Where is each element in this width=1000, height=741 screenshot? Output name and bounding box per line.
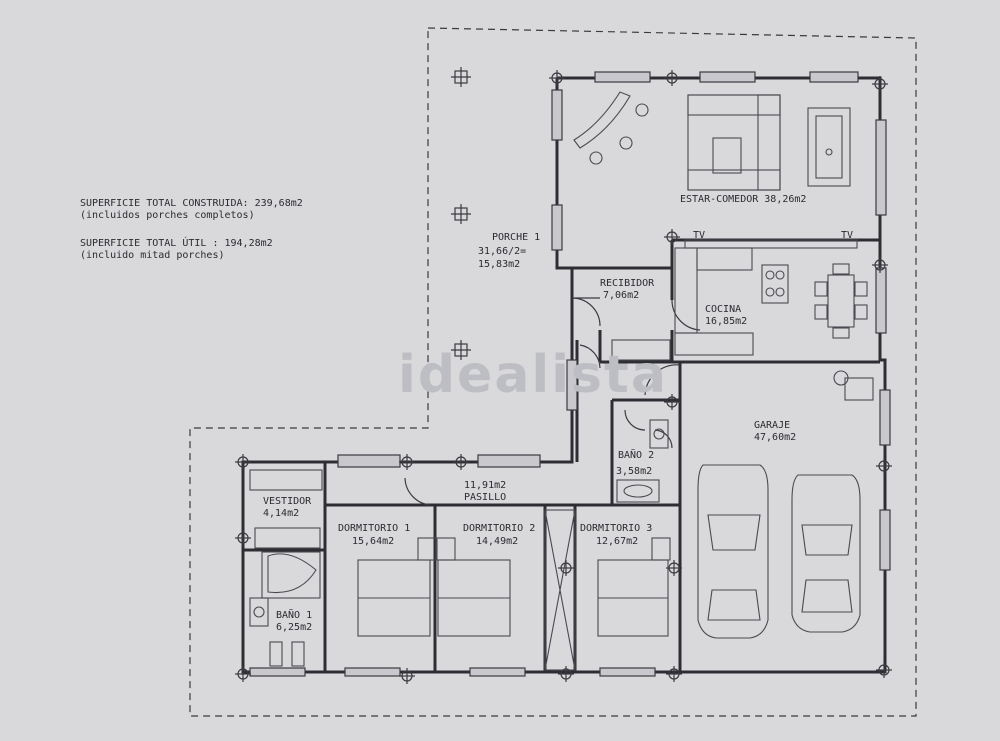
- column-marker: [453, 454, 469, 470]
- porche-name: PORCHE 1: [492, 232, 540, 243]
- vestidor-name: VESTIDOR: [263, 496, 312, 507]
- recibidor-name: RECIBIDOR: [600, 278, 655, 289]
- column-marker: [235, 666, 251, 682]
- watermark: idealista: [398, 345, 668, 405]
- room-labels: ESTAR-COMEDOR 38,26m2 TV TV PORCHE 1 31,…: [263, 194, 853, 633]
- column-marker: [666, 666, 682, 682]
- built-area-label: SUPERFICIE TOTAL CONSTRUIDA: 239,68m2: [80, 198, 303, 209]
- bedroom-furniture: [249, 469, 671, 671]
- garage-cars: [697, 370, 874, 639]
- bano-2-name: BAÑO 2: [618, 448, 654, 461]
- column-marker: [876, 662, 892, 678]
- column-marker: [664, 394, 680, 410]
- column-markers: [235, 67, 892, 684]
- tv-label-right: TV: [841, 230, 853, 241]
- column-marker: [451, 340, 471, 360]
- column-marker: [666, 560, 682, 576]
- garaje-area: 47,60m2: [754, 432, 796, 443]
- bano-1-area: 6,25m2: [276, 622, 312, 633]
- porche-calc: 31,66/2=: [478, 246, 526, 257]
- vestidor-area: 4,14m2: [263, 508, 299, 519]
- column-marker: [235, 530, 251, 546]
- estar-comedor-label: ESTAR-COMEDOR 38,26m2: [680, 194, 806, 205]
- tv-label-left: TV: [693, 230, 705, 241]
- bathroom-2-fixtures: [616, 419, 669, 503]
- column-marker: [664, 229, 680, 245]
- built-area-note: (incluidos porches completos): [80, 210, 255, 221]
- cocina-name: COCINA: [705, 304, 741, 315]
- doors: [404, 297, 701, 506]
- dormitorio-3-area: 12,67m2: [596, 536, 638, 547]
- living-room-furniture: [573, 91, 858, 249]
- column-marker: [664, 70, 680, 86]
- area-summary: SUPERFICIE TOTAL CONSTRUIDA: 239,68m2 (i…: [80, 198, 303, 261]
- dormitorio-2-area: 14,49m2: [476, 536, 518, 547]
- column-marker: [872, 257, 888, 273]
- column-marker: [876, 458, 892, 474]
- garaje-name: GARAJE: [754, 420, 790, 431]
- dormitorio-1-area: 15,64m2: [352, 536, 394, 547]
- column-marker: [399, 454, 415, 470]
- dormitorio-1-name: DORMITORIO 1: [338, 523, 410, 534]
- column-marker: [558, 666, 574, 682]
- pasillo-area: 11,91m2: [464, 480, 506, 491]
- bano-2-area: 3,58m2: [616, 466, 652, 477]
- column-marker: [235, 454, 251, 470]
- pasillo-name: PASILLO: [464, 492, 506, 503]
- column-marker: [399, 668, 415, 684]
- column-marker: [558, 560, 574, 576]
- porche-area: 15,83m2: [478, 259, 520, 270]
- useful-area-label: SUPERFICIE TOTAL ÚTIL : 194,28m2: [80, 236, 273, 249]
- column-marker: [549, 70, 565, 86]
- windows: [249, 71, 891, 677]
- column-marker: [872, 76, 888, 92]
- column-marker: [451, 67, 471, 87]
- cocina-area: 16,85m2: [705, 316, 747, 327]
- bano-1-name: BAÑO 1: [276, 608, 312, 621]
- dormitorio-2-name: DORMITORIO 2: [463, 523, 535, 534]
- column-marker: [451, 204, 471, 224]
- dormitorio-3-name: DORMITORIO 3: [580, 523, 652, 534]
- plot-boundary: [189, 27, 917, 717]
- useful-area-note: (incluido mitad porches): [80, 250, 225, 261]
- recibidor-area: 7,06m2: [603, 290, 639, 301]
- kitchen-furniture: [611, 247, 868, 361]
